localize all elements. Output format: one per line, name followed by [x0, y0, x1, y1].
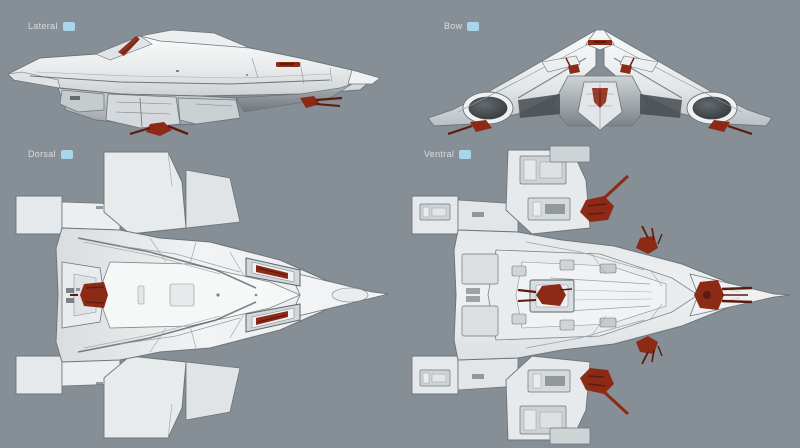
weapon-turret — [636, 225, 663, 254]
weapon-turret — [580, 174, 630, 222]
weapon-bay — [245, 303, 301, 333]
weapon-turret — [588, 40, 612, 45]
bow-ship-render — [427, 29, 773, 136]
weapon-turret — [694, 280, 753, 310]
weapon-turret — [580, 368, 630, 416]
weapon-turret — [300, 96, 343, 108]
view-panel-ventral[interactable]: Ventral — [400, 142, 800, 448]
weapon-bay — [245, 257, 301, 287]
weapon-turret — [565, 57, 580, 74]
dorsal-ship-render — [15, 151, 389, 439]
view-panel-lateral[interactable]: Lateral — [0, 14, 400, 142]
ventral-ship-render — [411, 145, 791, 445]
weapon-turret — [70, 282, 108, 308]
engine-intake-right — [686, 91, 738, 125]
engine-intake-left — [462, 91, 514, 125]
weapon-turret — [517, 284, 573, 306]
weapon-turret — [276, 62, 300, 67]
weapon-turret — [118, 36, 140, 56]
weapon-turret — [129, 122, 189, 136]
view-panel-bow[interactable]: Bow — [400, 14, 800, 142]
weapon-turret — [708, 120, 753, 136]
lateral-ship-render — [7, 29, 381, 136]
weapon-turret — [636, 336, 663, 365]
view-panel-dorsal[interactable]: Dorsal — [0, 142, 400, 448]
weapon-turret — [620, 57, 635, 74]
weapon-turret — [447, 120, 492, 136]
weapon-turret — [592, 88, 608, 108]
